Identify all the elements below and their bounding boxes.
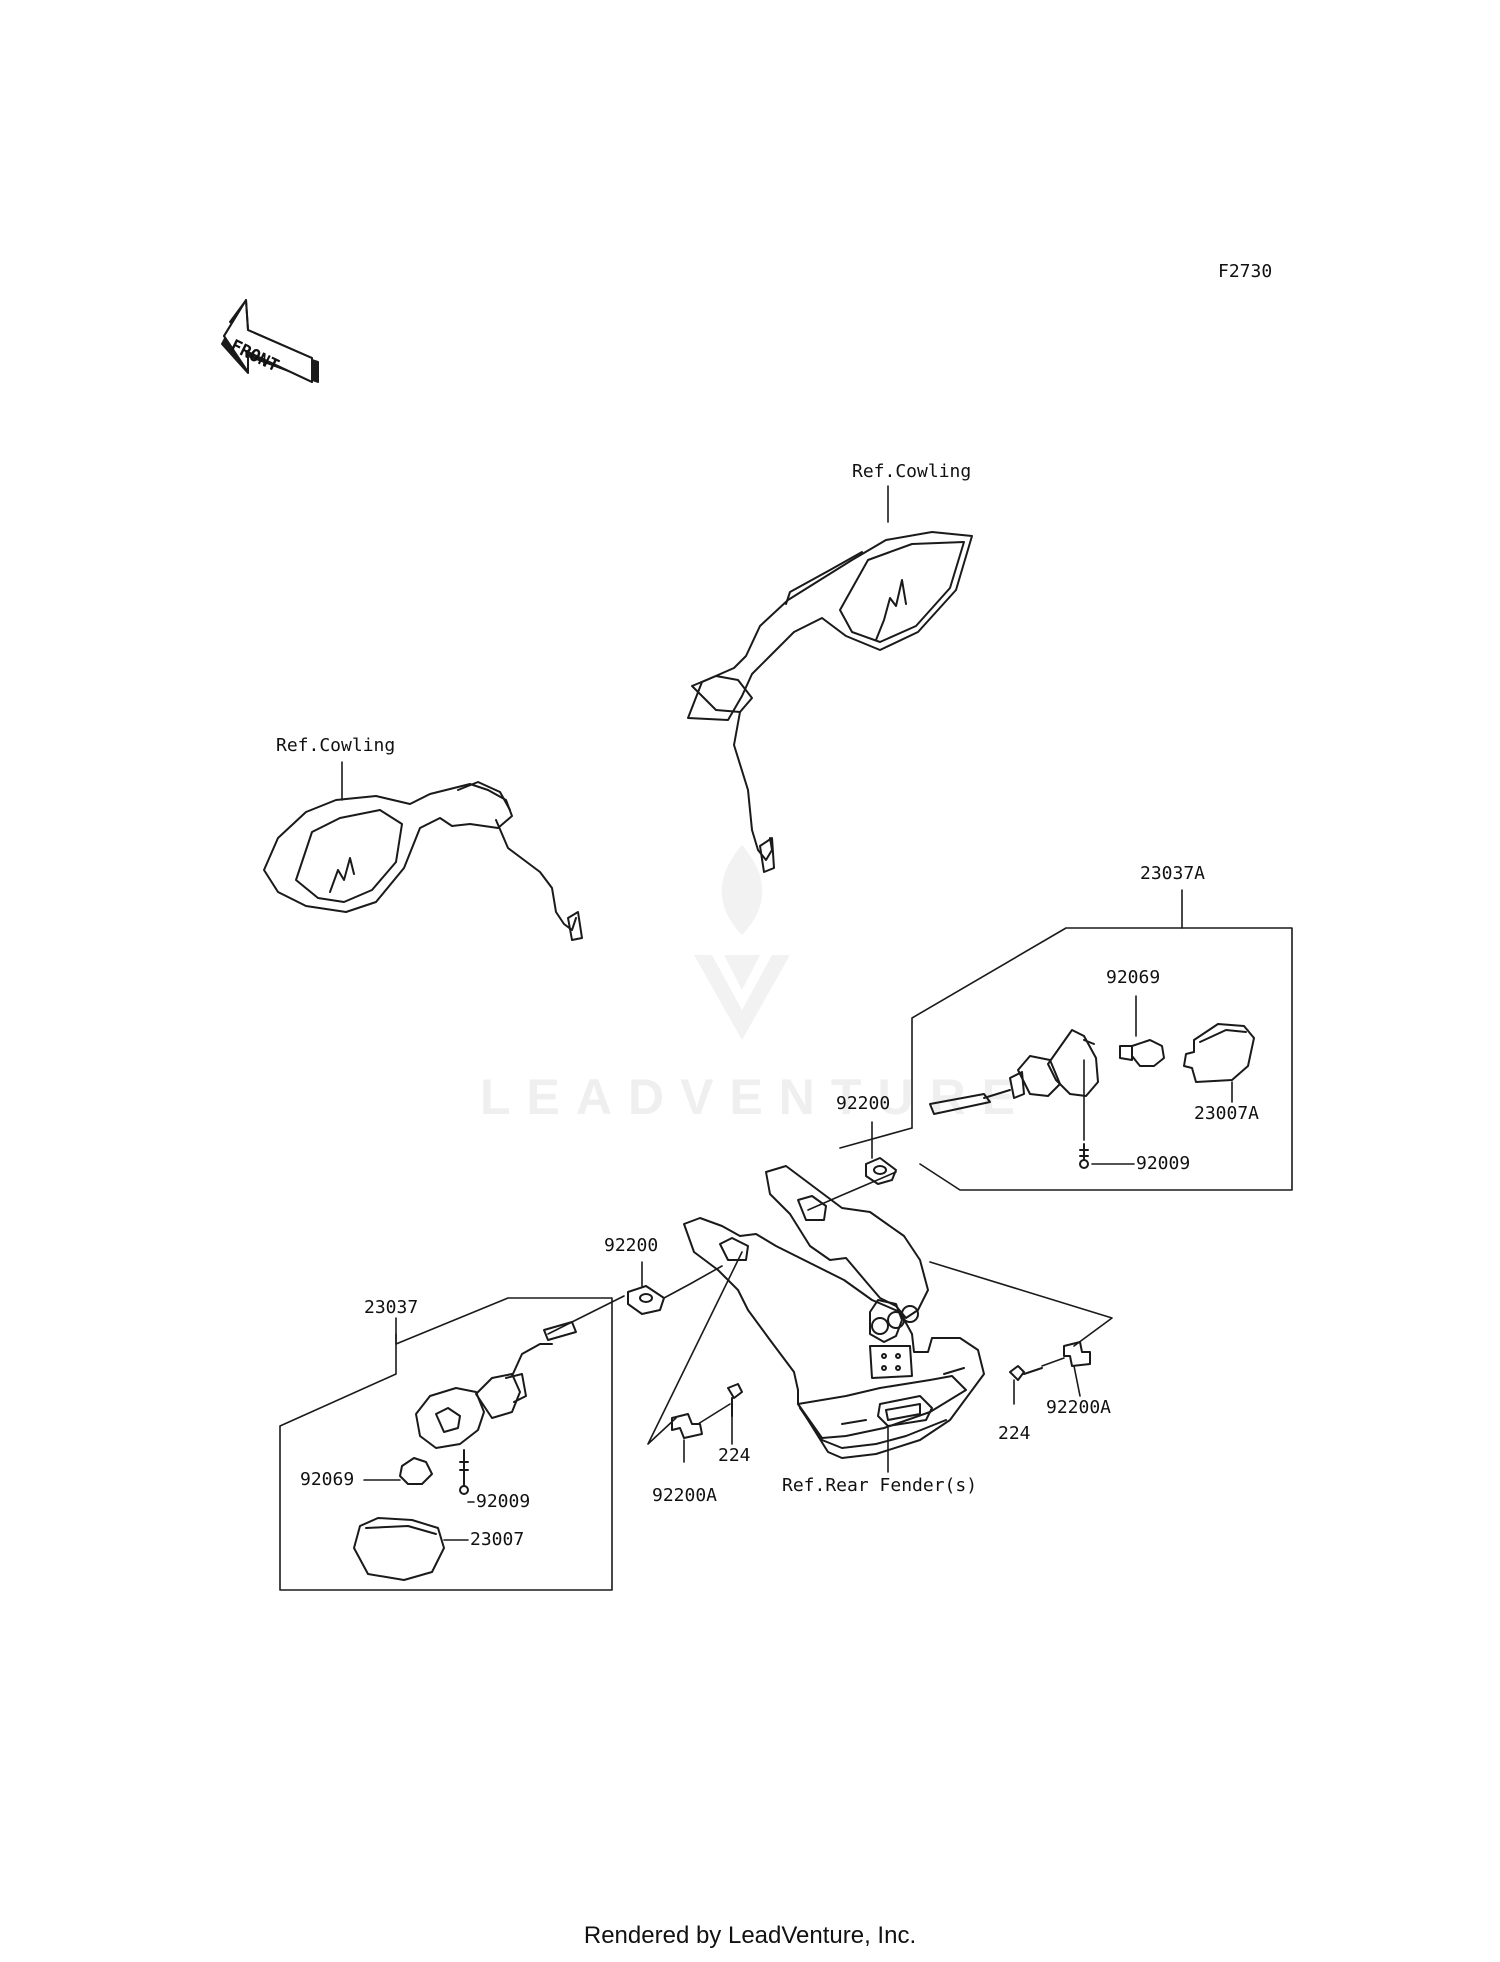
diagram-code: F2730	[1218, 261, 1273, 282]
ref-cowling-left-label[interactable]: Ref.Cowling	[276, 735, 396, 756]
part-23037A-label[interactable]: 23037A	[1140, 863, 1206, 884]
right-mirror-drawing	[687, 531, 973, 873]
part-92200-left-label[interactable]: 92200	[604, 1235, 659, 1256]
left-mirror-drawing	[263, 781, 583, 941]
leader-lines	[279, 485, 1293, 1591]
ref-rear-fender-label[interactable]: Ref.Rear Fender(s)	[782, 1475, 978, 1496]
part-92009-right-label[interactable]: 92009	[1136, 1153, 1191, 1174]
part-92009-left-label[interactable]: 92009	[476, 1491, 531, 1512]
watermark-text: LEADVENTURE	[480, 1069, 1032, 1125]
part-23007-label[interactable]: 23007	[470, 1529, 525, 1550]
part-92069-left-label[interactable]: 92069	[300, 1469, 355, 1490]
front-arrow-icon	[221, 299, 319, 383]
part-23007A-label[interactable]: 23007A	[1194, 1103, 1260, 1124]
right-turn-signal-drawing	[865, 1023, 1255, 1185]
ref-cowling-right-label[interactable]: Ref.Cowling	[852, 461, 972, 482]
left-turn-signal-drawing	[353, 1285, 665, 1581]
footer-credit: Rendered by LeadVenture, Inc.	[583, 1922, 917, 1949]
part-92200A-center-label[interactable]: 92200A	[652, 1485, 718, 1506]
part-92200-right-label[interactable]: 92200	[836, 1093, 891, 1114]
part-224-center-label[interactable]: 224	[718, 1445, 751, 1466]
part-224-right-label[interactable]: 224	[998, 1423, 1031, 1444]
part-92200A-right-label[interactable]: 92200A	[1046, 1397, 1112, 1418]
part-23037-label[interactable]: 23037	[364, 1297, 419, 1318]
rear-fender-bracket-drawing	[671, 1165, 1091, 1459]
part-92069-right-label[interactable]: 92069	[1106, 967, 1161, 988]
